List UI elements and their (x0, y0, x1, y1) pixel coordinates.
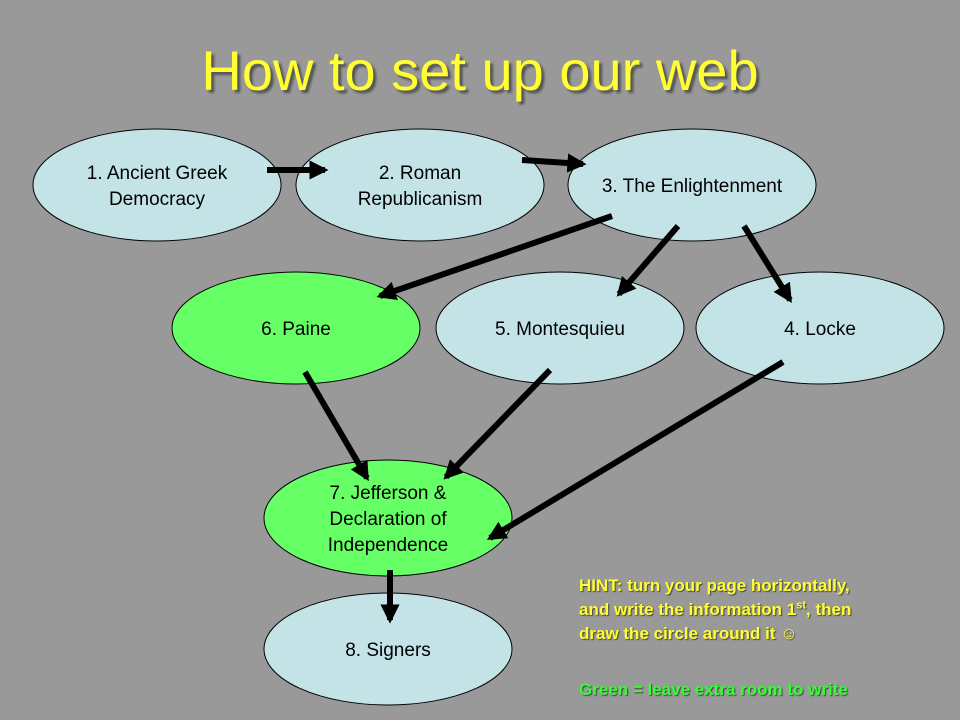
arrow-roman-to-enlightenment (521, 153, 587, 173)
page-title: How to set up our web (201, 39, 759, 102)
hint-line-2-text: and write the information 1 (579, 600, 797, 619)
green-legend-note: Green = leave extra room to write (579, 680, 848, 699)
node-enlightenment: 3. The Enlightenment (567, 128, 817, 242)
node-montesquieu-label-1: 5. Montesquieu (495, 319, 625, 340)
node-signers-label-1: 8. Signers (345, 640, 431, 661)
node-enlightenment-label-1: 3. The Enlightenment (602, 176, 783, 197)
node-jefferson-label-3: Independence (328, 535, 448, 556)
node-paine-ellipse (171, 271, 421, 385)
hint-line-3: draw the circle around it ☺ (579, 624, 798, 643)
node-locke-label-1: 4. Locke (784, 319, 856, 340)
node-locke-ellipse (695, 271, 945, 385)
node-jefferson: 7. Jefferson & Declaration of Independence (263, 459, 513, 577)
node-montesquieu: 5. Montesquieu (435, 271, 685, 385)
node-jefferson-label-1: 7. Jefferson & (330, 483, 447, 504)
arrow-enlightenment-to-locke (741, 224, 793, 304)
hint-superscript: st (796, 599, 807, 612)
node-roman-ellipse (295, 128, 545, 242)
node-ancient-greek-label-1: 1. Ancient Greek (87, 163, 228, 184)
node-jefferson-label-2: Declaration of (329, 509, 447, 530)
arrow-paine-to-jefferson (302, 370, 370, 482)
arrow-enlightenment-to-paine (376, 213, 613, 300)
node-locke: 4. Locke (695, 271, 945, 385)
node-ancient-greek-ellipse (32, 128, 282, 242)
hint-line-2: and write the information 1st, then (579, 598, 949, 622)
arrow-locke-to-jefferson (486, 359, 785, 541)
node-paine: 6. Paine (171, 271, 421, 385)
node-paine-label-1: 6. Paine (261, 319, 331, 340)
node-roman-label-1: 2. Roman (379, 163, 461, 184)
node-roman-label-2: Republicanism (358, 189, 483, 210)
node-ancient-greek-label-2: Democracy (109, 189, 206, 210)
arrow-enlightenment-to-montesquieu (616, 224, 681, 297)
hint-line-1: HINT: turn your page horizontally, (579, 576, 850, 595)
node-enlightenment-ellipse (567, 128, 817, 242)
arrow-montesquieu-to-jefferson (443, 367, 553, 480)
node-montesquieu-ellipse (435, 271, 685, 385)
hint-line-2-end: , then (806, 600, 852, 619)
hint-note: HINT: turn your page horizontally, and w… (579, 574, 949, 646)
